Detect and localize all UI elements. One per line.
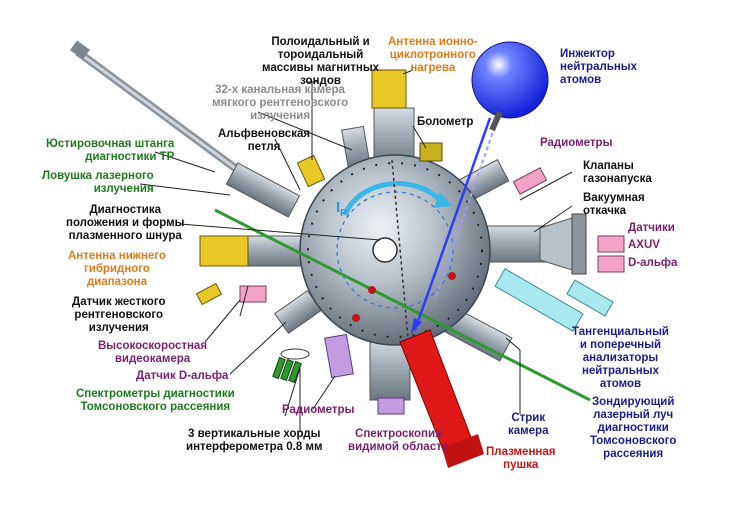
label-axuv: AXUV (628, 239, 660, 251)
hxr-sensor (195, 282, 223, 306)
leader-lines (139, 69, 573, 432)
bolometer-box (419, 142, 443, 162)
thomson-probe-beam (214, 208, 591, 402)
nbi-injector (471, 41, 549, 119)
d-alpha-right-sensor (597, 255, 625, 273)
radiometer-top (512, 167, 548, 195)
icr-antenna-box (371, 69, 407, 109)
lens (280, 348, 310, 360)
flange-bolts (307, 162, 483, 338)
visible-spec-box (377, 397, 405, 415)
tangential-analyzer (494, 268, 584, 332)
label-d-alpha-right: D-альфа (628, 257, 678, 269)
central-hole (372, 237, 398, 263)
ports (225, 107, 569, 401)
axuv-sensor (597, 235, 625, 253)
label-radiometers-bottom: Радиометры (282, 404, 355, 416)
label-bolometer: Болометр (417, 116, 474, 128)
ip-label: IP (336, 199, 347, 219)
thomson-spectrometers (272, 356, 302, 384)
label-radiometers-top: Радиометры (540, 137, 613, 149)
nbi-beam (413, 117, 492, 331)
vacuum-pump (539, 213, 587, 275)
label-sensors: Датчики (628, 222, 675, 234)
lh-antenna-box (199, 235, 249, 267)
poloidal-box (296, 154, 326, 188)
tp-alignment-rod (70, 40, 238, 172)
ip-arrow (342, 181, 442, 216)
radiometer-bottom (324, 333, 354, 379)
label-d-alpha-left: Датчик D-альфа (136, 370, 229, 382)
